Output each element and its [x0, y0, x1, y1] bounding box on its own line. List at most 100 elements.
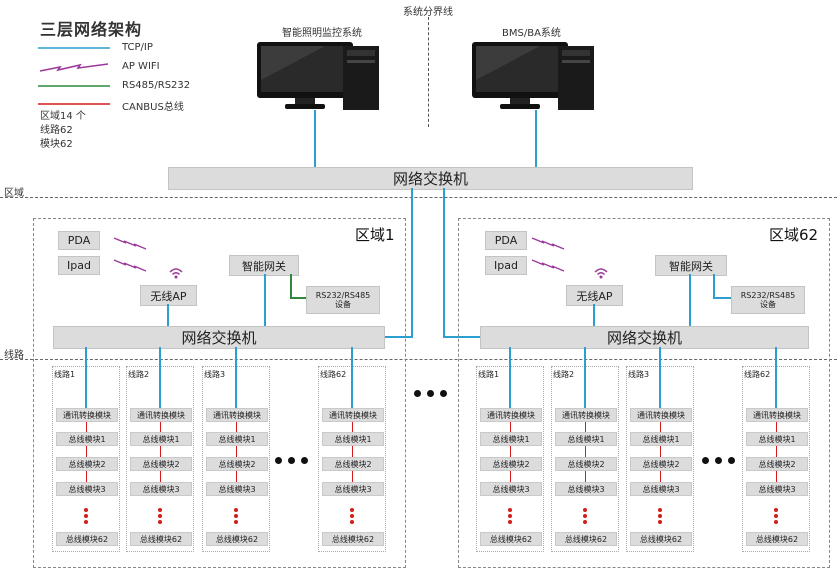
- continuation-dot: [234, 514, 238, 518]
- ellipsis-dot: [414, 390, 421, 397]
- ellipsis-dot: [288, 457, 295, 464]
- bus-module: 总线模块3: [56, 482, 118, 496]
- note-zones: 区域14 个: [40, 111, 86, 122]
- canbus-link: [351, 420, 353, 484]
- zone-62-wireless-ap: 无线AP: [566, 285, 623, 306]
- zone-1-rs485-link-h: [290, 297, 306, 299]
- continuation-dot: [658, 520, 662, 524]
- bus-module: 总线模块62: [746, 532, 808, 546]
- continuation-dot: [774, 508, 778, 512]
- bus-module: 总线模块3: [630, 482, 692, 496]
- bus-module: 总线模块62: [480, 532, 542, 546]
- bus-module: 总线模块1: [555, 432, 617, 446]
- computer-label-lighting: 智能照明监控系统: [282, 28, 362, 39]
- continuation-dot: [350, 520, 354, 524]
- legend-symbols: [38, 47, 110, 105]
- continuation-dot: [508, 514, 512, 518]
- continuation-dot: [84, 520, 88, 524]
- continuation-dot: [774, 514, 778, 518]
- bus-module: 总线模块1: [206, 432, 268, 446]
- bus-module: 总线模块1: [480, 432, 542, 446]
- continuation-dot: [158, 514, 162, 518]
- continuation-dot: [658, 508, 662, 512]
- zone-1-gateway: 智能网关: [229, 255, 299, 276]
- zone-1-ap-link: [167, 304, 169, 326]
- line-layer-label: 线路: [4, 350, 24, 361]
- zone-1-rs-device: RS232/RS485 设备: [306, 286, 380, 314]
- canbus-link: [659, 420, 661, 484]
- comm-converter-module: 通讯转换模块: [480, 408, 542, 422]
- note-modules: 模块62: [40, 139, 73, 150]
- bus-module: 总线模块62: [322, 532, 384, 546]
- continuation-dot: [84, 514, 88, 518]
- bus-module: 总线模块3: [746, 482, 808, 496]
- legend-label-wifi: AP WIFI: [122, 61, 160, 72]
- bus-module: 总线模块2: [56, 457, 118, 471]
- zone-62-ap-link: [593, 304, 595, 326]
- bus-module: 总线模块2: [555, 457, 617, 471]
- continuation-dot: [583, 514, 587, 518]
- bus-module: 总线模块2: [480, 457, 542, 471]
- link-top-to-zone1-horizontal: [383, 336, 413, 338]
- line-name: 线路62: [320, 370, 347, 379]
- bus-module: 总线模块2: [206, 457, 268, 471]
- link-bms-to-switch: [535, 110, 537, 167]
- bus-module: 总线模块2: [322, 457, 384, 471]
- zone-62-wifi-links: [531, 237, 565, 272]
- continuation-dot: [350, 514, 354, 518]
- note-lines: 线路62: [40, 125, 73, 136]
- bus-module: 总线模块62: [130, 532, 192, 546]
- zone-62-wifi-icon: [594, 268, 608, 279]
- bus-module: 总线模块62: [555, 532, 617, 546]
- continuation-dot: [84, 508, 88, 512]
- zone-1-rs-device-line1: RS232/RS485: [315, 291, 371, 300]
- zone-62-ipad: Ipad: [485, 256, 527, 275]
- continuation-dot: [350, 508, 354, 512]
- bus-module: 总线模块2: [130, 457, 192, 471]
- line-uplink: [509, 347, 511, 408]
- scale-note: 区域14 个 线路62 模块62: [40, 110, 86, 152]
- comm-converter-module: 通讯转换模块: [322, 408, 384, 422]
- line-layer-divider: [0, 359, 837, 360]
- legend-wifi-zigzag: [39, 63, 109, 72]
- ellipsis-dot: [728, 457, 735, 464]
- zone-62-gateway: 智能网关: [655, 255, 727, 276]
- zone-62-boundary: [458, 218, 830, 568]
- computer-bms-icon: [472, 42, 594, 110]
- line-name: 线路62: [744, 370, 771, 379]
- zone-1-ipad: Ipad: [58, 256, 100, 275]
- bus-module: 总线模块3: [480, 482, 542, 496]
- ellipsis-dot: [715, 457, 722, 464]
- zone-62-pda: PDA: [485, 231, 527, 250]
- line-name: 线路1: [54, 370, 76, 379]
- zone-62-rs485-link-v: [713, 274, 715, 298]
- bus-module: 总线模块62: [56, 532, 118, 546]
- top-network-switch: 网络交换机: [168, 167, 693, 190]
- continuation-dot: [234, 508, 238, 512]
- continuation-dot: [774, 520, 778, 524]
- link-top-to-zone62-horizontal: [443, 336, 480, 338]
- ellipsis-dot: [702, 457, 709, 464]
- zone-62-rs-device: RS232/RS485 设备: [731, 286, 805, 314]
- zone-1-network-switch: 网络交换机: [53, 326, 385, 349]
- zone-1-boundary: [33, 218, 406, 568]
- continuation-dot: [158, 508, 162, 512]
- line-name: 线路2: [553, 370, 575, 379]
- bus-module: 总线模块3: [206, 482, 268, 496]
- line-name: 线路3: [628, 370, 650, 379]
- zone-62-rs-device-line1: RS232/RS485: [740, 291, 796, 300]
- zone-1-rs485-link-v: [290, 274, 292, 298]
- continuation-dot: [158, 520, 162, 524]
- bus-module: 总线模块1: [130, 432, 192, 446]
- computer-label-bms: BMS/BA系统: [502, 28, 561, 39]
- canbus-link: [775, 420, 777, 484]
- area-layer-label: 区域: [4, 188, 24, 199]
- ellipsis-dot: [440, 390, 447, 397]
- line-uplink: [351, 347, 353, 408]
- boundary-label: 系统分界线: [403, 7, 453, 18]
- bus-module: 总线模块1: [746, 432, 808, 446]
- ellipsis-dot: [427, 390, 434, 397]
- continuation-dot: [583, 520, 587, 524]
- zone-62-rs-device-line2: 设备: [760, 300, 776, 309]
